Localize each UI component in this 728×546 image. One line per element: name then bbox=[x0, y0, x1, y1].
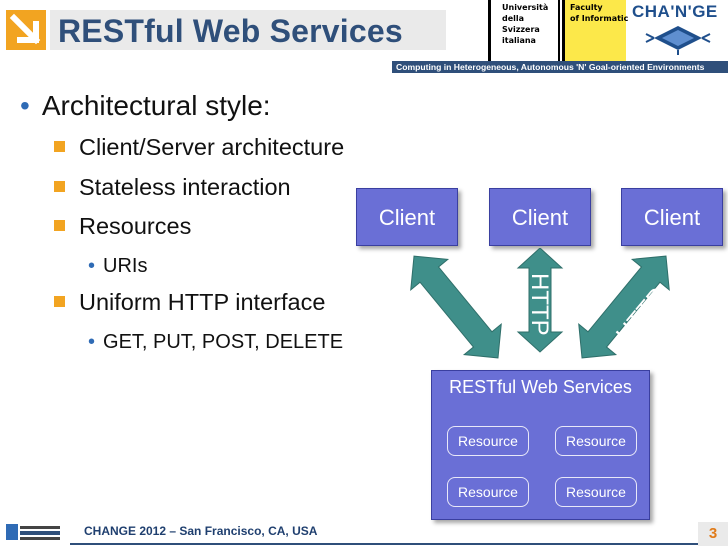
bullet-dot-icon: • bbox=[88, 255, 96, 277]
resource-label: Resource bbox=[458, 484, 518, 500]
usi-logo: Università della Svizzera italiana bbox=[488, 0, 560, 64]
usi-logo-line: italiana bbox=[502, 36, 536, 45]
bullet-item: Uniform HTTP interface bbox=[54, 289, 325, 316]
bullet-item: Stateless interaction bbox=[54, 174, 291, 201]
http-arrow-left-icon bbox=[410, 255, 502, 359]
bullet-item: Resources bbox=[54, 213, 191, 240]
faculty-logo: Faculty of Informatics bbox=[562, 0, 633, 64]
faculty-logo-line: Faculty bbox=[570, 3, 603, 12]
page-number: 3 bbox=[708, 525, 718, 542]
corner-arrow-icon bbox=[6, 10, 46, 50]
square-bullet-icon bbox=[54, 181, 65, 192]
resource-label: Resource bbox=[566, 484, 626, 500]
title-box: RESTful Web Services bbox=[50, 10, 446, 50]
sub-bullet-text: URIs bbox=[103, 255, 148, 277]
change-logo-text: CHA'N'GE bbox=[632, 2, 718, 21]
http-label-middle: HTTP bbox=[526, 273, 553, 336]
usi-logo-line: Svizzera bbox=[502, 25, 540, 34]
resource-box: Resource bbox=[555, 426, 637, 456]
bullet-main-text: Architectural style: bbox=[41, 90, 271, 121]
client-label: Client bbox=[511, 205, 569, 230]
http-arrows bbox=[410, 248, 670, 359]
bullet-item-text: Client/Server architecture bbox=[79, 134, 345, 160]
square-bullet-icon bbox=[54, 296, 65, 307]
faculty-logo-line: of Informatics bbox=[570, 14, 634, 23]
bullet-item-text: Resources bbox=[79, 213, 192, 239]
bullet-item-text: Stateless interaction bbox=[79, 174, 291, 200]
subtitle-bar: Computing in Heterogeneous, Autonomous '… bbox=[392, 61, 728, 73]
http-arrow-right-icon bbox=[578, 255, 670, 359]
footer-divider bbox=[70, 543, 700, 545]
bullet-main: • Architectural style: bbox=[20, 90, 271, 122]
change-logo: CHA'N'GE bbox=[628, 0, 728, 58]
resource-label: Resource bbox=[566, 433, 626, 449]
resource-label: Resource bbox=[458, 433, 518, 449]
automation-logo-icon bbox=[6, 524, 60, 540]
bullet-item: Client/Server architecture bbox=[54, 134, 344, 161]
resource-box: Resource bbox=[555, 477, 637, 507]
page-number-box: 3 bbox=[698, 522, 728, 546]
resource-box: Resource bbox=[447, 477, 529, 507]
server-title: RESTful Web Services bbox=[449, 377, 632, 397]
usi-logo-line: Università bbox=[502, 3, 549, 12]
sub-bullet-text: GET, PUT, POST, DELETE bbox=[103, 331, 344, 353]
usi-logo-line: della bbox=[502, 14, 525, 23]
footer-text: CHANGE 2012 – San Francisco, CA, USA bbox=[84, 524, 318, 538]
slide-subtitle: Computing in Heterogeneous, Autonomous '… bbox=[396, 62, 705, 72]
square-bullet-icon bbox=[54, 141, 65, 152]
client-label: Client bbox=[643, 205, 701, 230]
http-arrow-middle-icon bbox=[516, 248, 564, 353]
slide-header: RESTful Web Services Università della Sv… bbox=[0, 0, 728, 73]
bullet-item-text: Uniform HTTP interface bbox=[79, 289, 326, 315]
bullet-dot-icon: • bbox=[88, 331, 96, 353]
client-box: Client bbox=[621, 188, 723, 246]
client-box: Client bbox=[489, 188, 591, 246]
client-label: Client bbox=[378, 205, 436, 230]
sub-bullet: • URIs bbox=[88, 255, 147, 278]
client-box: Client bbox=[356, 188, 458, 246]
restful-server-box: RESTful Web Services Resource Resource R… bbox=[431, 370, 650, 520]
bullet-dot-icon: • bbox=[20, 90, 30, 121]
change-chip-icon bbox=[645, 26, 711, 55]
resource-box: Resource bbox=[447, 426, 529, 456]
slide-title: RESTful Web Services bbox=[58, 13, 403, 49]
sub-bullet: • GET, PUT, POST, DELETE bbox=[88, 331, 343, 354]
square-bullet-icon bbox=[54, 220, 65, 231]
